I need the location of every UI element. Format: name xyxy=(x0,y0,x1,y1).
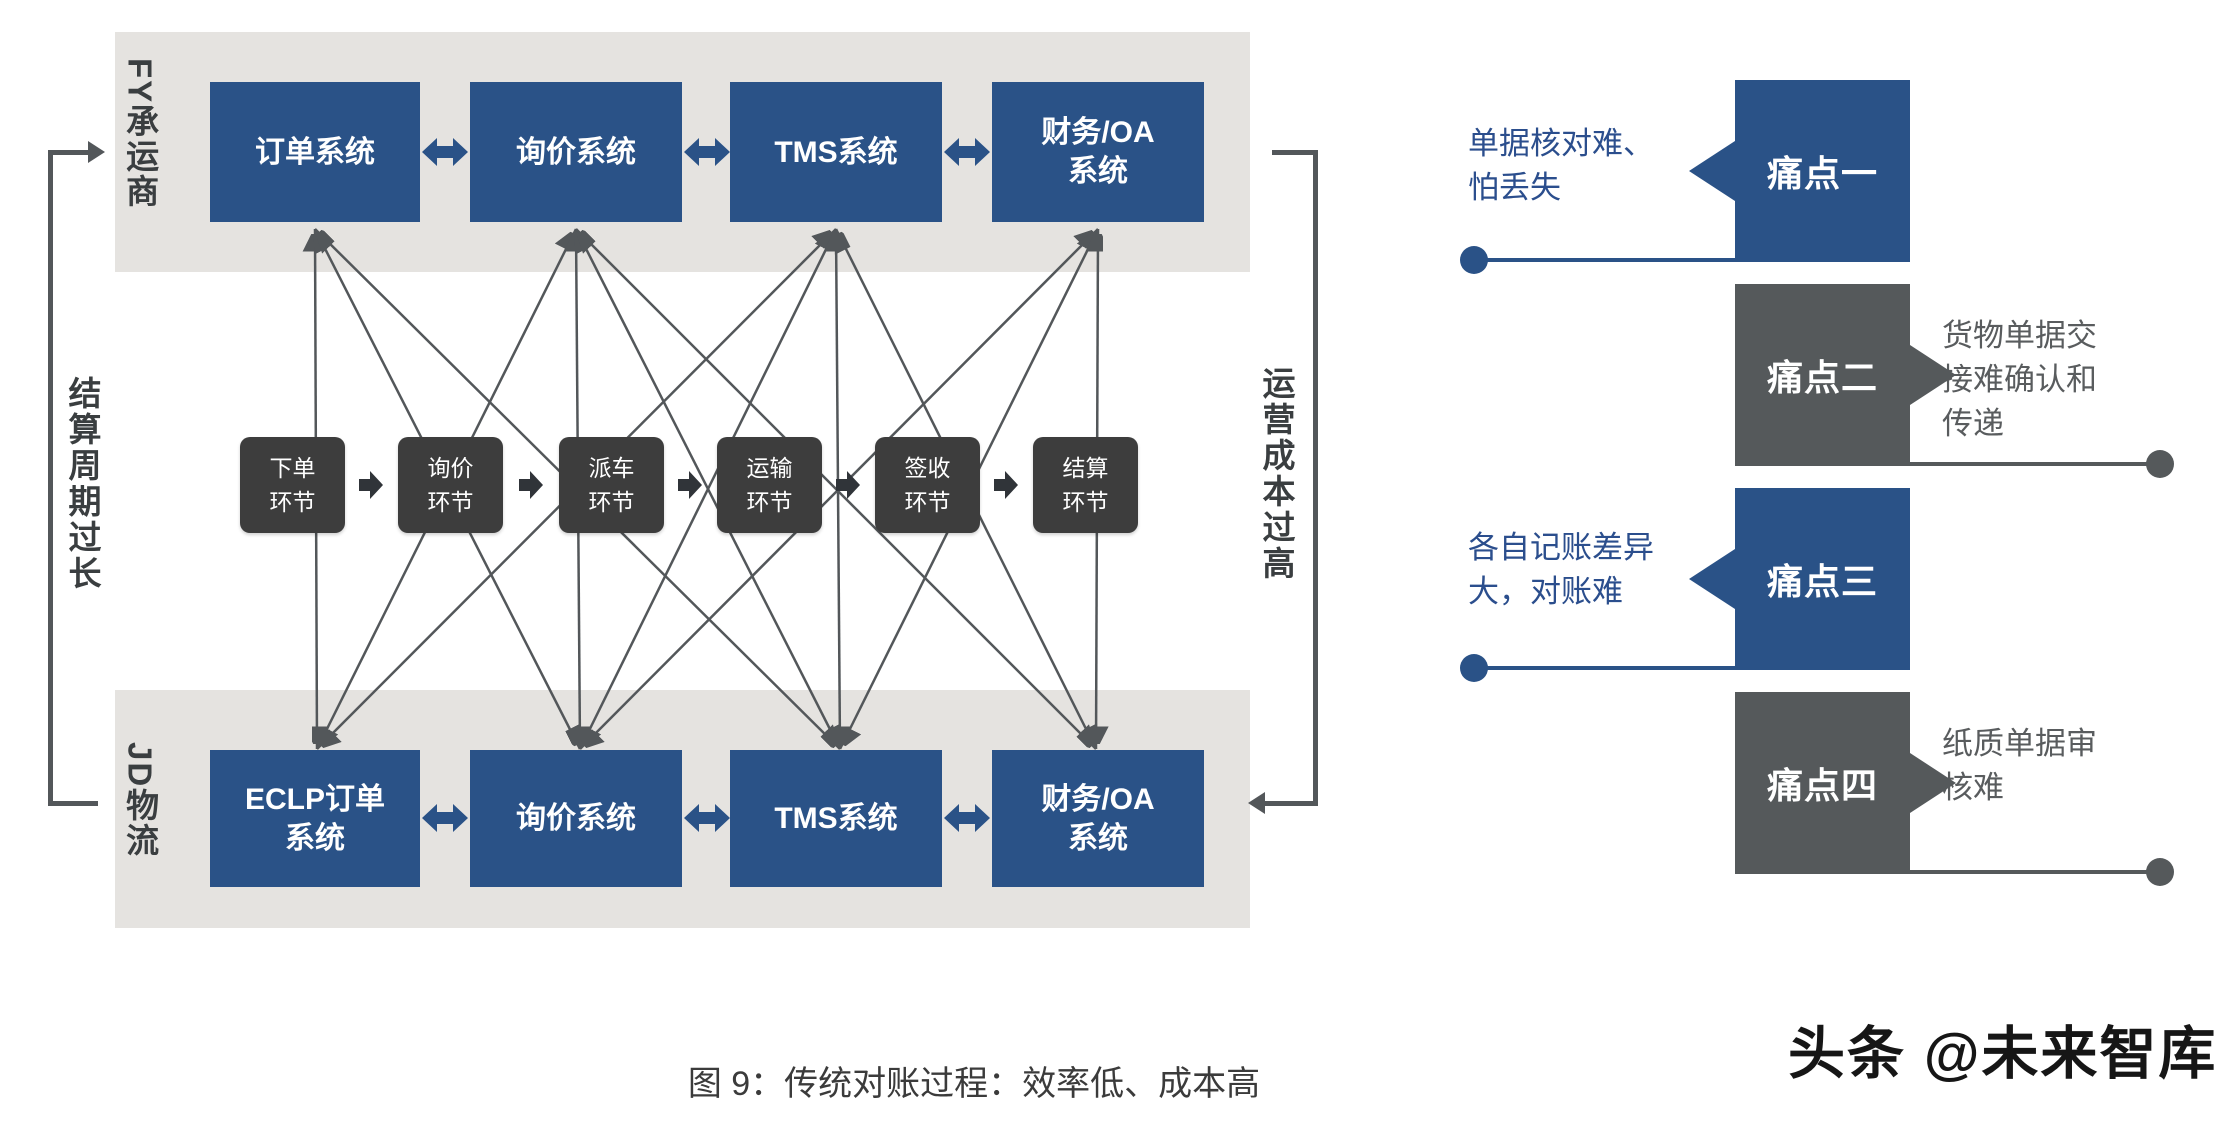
pain-point-3-box: 痛点三 xyxy=(1735,488,1910,670)
right-arrow-icon xyxy=(836,471,860,499)
left-right-arrow-icon xyxy=(684,138,730,166)
pain-point-3-callout-triangle xyxy=(1689,549,1735,609)
fy-order-system-box: 订单系统 xyxy=(210,82,420,222)
pain-point-2-connector-line xyxy=(1908,462,2160,466)
jd-tms-system-box: TMS系统 xyxy=(730,750,942,887)
settlement-cycle-label: 结算周期过长 xyxy=(64,376,101,592)
pain-point-2-desc: 货物单据交 接难确认和 传递 xyxy=(1942,318,2097,442)
right-arrowhead-icon xyxy=(88,141,105,163)
pain-point-2-box: 痛点二 xyxy=(1735,284,1910,466)
step-place-order-box: 下单 环节 xyxy=(240,437,345,533)
operating-cost-label: 运营成本过高 xyxy=(1258,366,1295,582)
fy-tms-system-box: TMS系统 xyxy=(730,82,942,222)
pain-point-3-connector-line xyxy=(1474,666,1735,670)
jd-eclp-order-system-box: ECLP订单 系统 xyxy=(210,750,420,887)
step-inquiry-box: 询价 环节 xyxy=(398,437,503,533)
fy-carrier-lane-label: FY承运商 xyxy=(121,58,159,210)
pain-point-4-desc: 纸质单据审 核难 xyxy=(1942,726,2097,806)
right-bracket-bottom-line xyxy=(1265,801,1318,806)
right-arrow-icon xyxy=(678,471,702,499)
pain-point-1-connector-line xyxy=(1474,258,1735,262)
step-sign-off-box: 签收 环节 xyxy=(875,437,980,533)
left-right-arrow-icon xyxy=(422,804,468,832)
pain-point-4-callout-triangle xyxy=(1910,753,1956,813)
left-bracket-bottom-line xyxy=(48,801,98,806)
right-arrow-icon xyxy=(519,471,543,499)
left-arrowhead-icon xyxy=(1248,792,1265,814)
step-settlement-box: 结算 环节 xyxy=(1033,437,1138,533)
right-arrow-icon xyxy=(359,471,383,499)
pain-point-4-connector-line xyxy=(1908,870,2160,874)
step-dispatch-box: 派车 环节 xyxy=(559,437,664,533)
jd-logistics-lane-label: JD物流 xyxy=(121,742,159,859)
pain-point-1-desc: 单据核对难、 怕丢失 xyxy=(1468,126,1654,206)
pain-point-2-callout-triangle xyxy=(1910,345,1956,405)
right-bracket-vertical-line xyxy=(1313,150,1318,806)
fy-finance-oa-system-box: 财务/OA 系统 xyxy=(992,82,1204,222)
jd-inquiry-system-box: 询价系统 xyxy=(470,750,682,887)
pain-point-4-box: 痛点四 xyxy=(1735,692,1910,874)
pain-point-1-box: 痛点一 xyxy=(1735,80,1910,262)
left-right-arrow-icon xyxy=(944,138,990,166)
left-right-arrow-icon xyxy=(422,138,468,166)
figure-caption: 图 9：传统对账过程：效率低、成本高 xyxy=(687,1065,1261,1103)
left-right-arrow-icon xyxy=(684,804,730,832)
pain-point-3-desc: 各自记账差异 大，对账难 xyxy=(1468,530,1654,610)
right-arrow-icon xyxy=(994,471,1018,499)
step-transport-box: 运输 环节 xyxy=(717,437,822,533)
left-bracket-vertical-line xyxy=(48,150,53,806)
jd-finance-oa-system-box: 财务/OA 系统 xyxy=(992,750,1204,887)
toutiao-watermark: 头条 @未来智库 xyxy=(1788,1022,2218,1086)
pain-point-1-callout-triangle xyxy=(1689,141,1735,201)
right-bracket-top-line xyxy=(1272,150,1318,155)
left-right-arrow-icon xyxy=(944,804,990,832)
fy-inquiry-system-box: 询价系统 xyxy=(470,82,682,222)
left-bracket-top-line xyxy=(48,150,90,155)
